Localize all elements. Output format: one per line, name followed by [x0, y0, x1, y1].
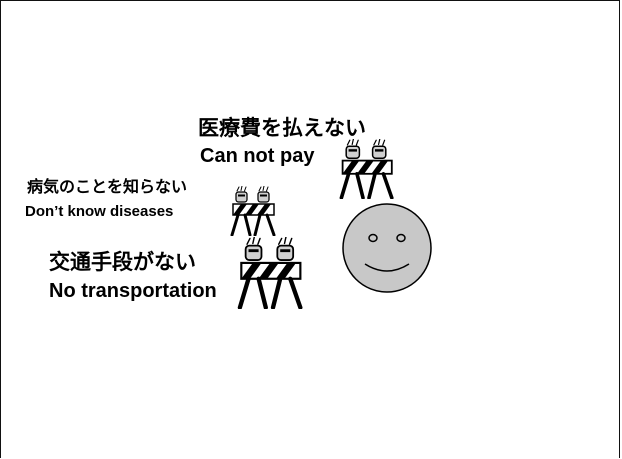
roadblock-icon — [237, 237, 303, 309]
smiley-face-icon — [342, 203, 432, 293]
barrier-cost-jp-label: 医療費を払えない — [198, 117, 366, 140]
barrier-transport-en-label: No transportation — [49, 280, 217, 302]
roadblock-icon — [339, 139, 394, 199]
barrier-transport-jp-label: 交通手段がない — [49, 251, 196, 274]
barrier-cost-en-label: Can not pay — [200, 145, 315, 167]
roadblock-icon — [230, 186, 276, 236]
barrier-knowledge-en-label: Don’t know diseases — [25, 203, 174, 220]
barrier-knowledge-jp-label: 病気のことを知らない — [27, 179, 188, 196]
